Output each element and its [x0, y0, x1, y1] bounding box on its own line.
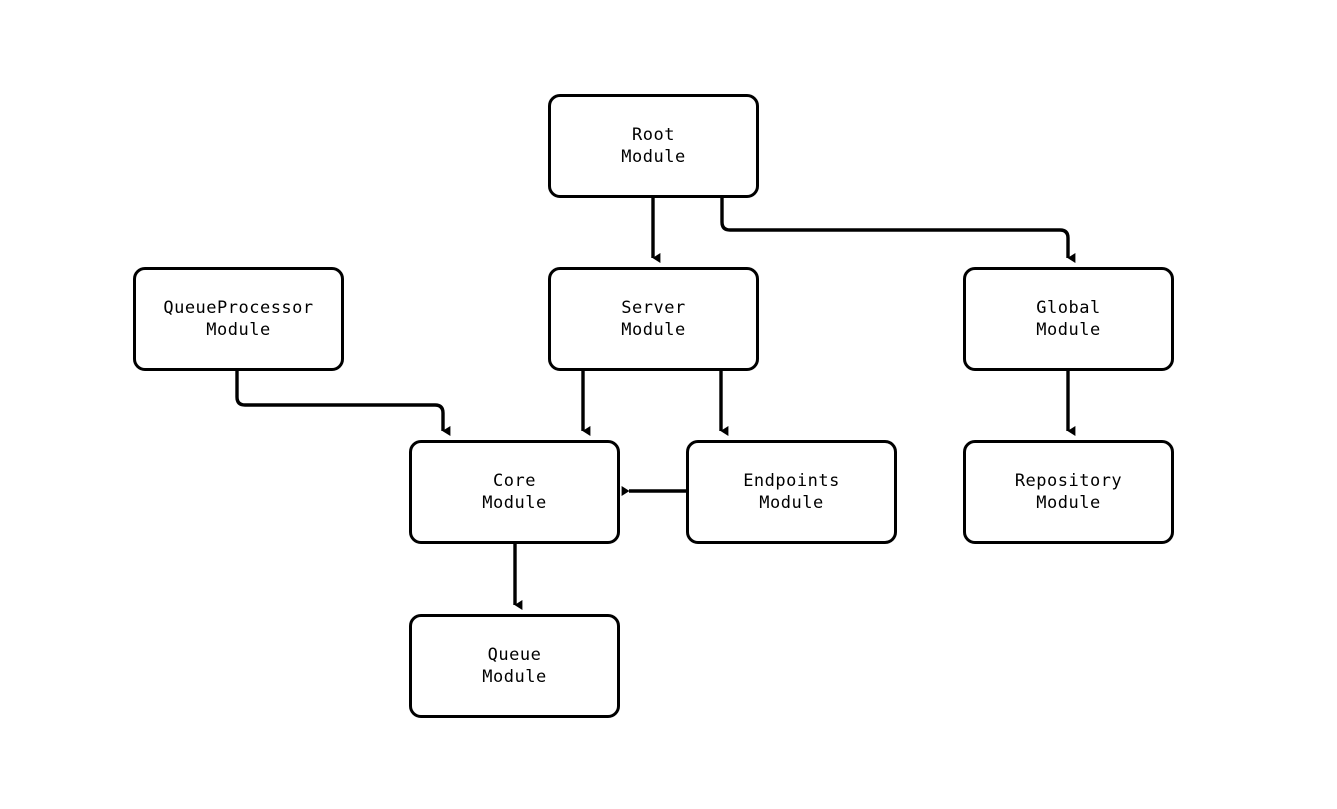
- node-core-module-name: Core: [493, 471, 536, 491]
- node-global-module-suffix: Module: [1036, 320, 1101, 340]
- node-server-module-name: Server: [621, 298, 686, 318]
- node-repository-module-suffix: Module: [1036, 493, 1101, 513]
- node-queue-module-name: Queue: [487, 645, 542, 665]
- node-server-module-suffix: Module: [621, 320, 686, 340]
- node-queue-module[interactable]: Queue Module: [409, 614, 620, 718]
- node-global-module[interactable]: Global Module: [963, 267, 1174, 371]
- node-core-module[interactable]: Core Module: [409, 440, 620, 544]
- node-global-module-name: Global: [1036, 298, 1101, 318]
- node-queueprocessor-module[interactable]: QueueProcessor Module: [133, 267, 344, 371]
- node-root-module-suffix: Module: [621, 147, 686, 167]
- node-repository-module[interactable]: Repository Module: [963, 440, 1174, 544]
- node-endpoints-module-suffix: Module: [759, 493, 824, 513]
- node-endpoints-module-name: Endpoints: [743, 471, 840, 491]
- node-core-module-suffix: Module: [482, 493, 547, 513]
- edge-queueprocessor-to-core: [235, 371, 451, 436]
- node-repository-module-name: Repository: [1014, 471, 1123, 491]
- node-queueprocessor-module-name: QueueProcessor: [163, 298, 314, 318]
- node-queueprocessor-module-suffix: Module: [206, 320, 271, 340]
- edge-root-to-global: [720, 198, 1076, 263]
- node-server-module[interactable]: Server Module: [548, 267, 759, 371]
- node-root-module[interactable]: Root Module: [548, 94, 759, 198]
- node-root-module-name: Root: [632, 125, 675, 145]
- node-endpoints-module[interactable]: Endpoints Module: [686, 440, 897, 544]
- node-queue-module-suffix: Module: [482, 667, 547, 687]
